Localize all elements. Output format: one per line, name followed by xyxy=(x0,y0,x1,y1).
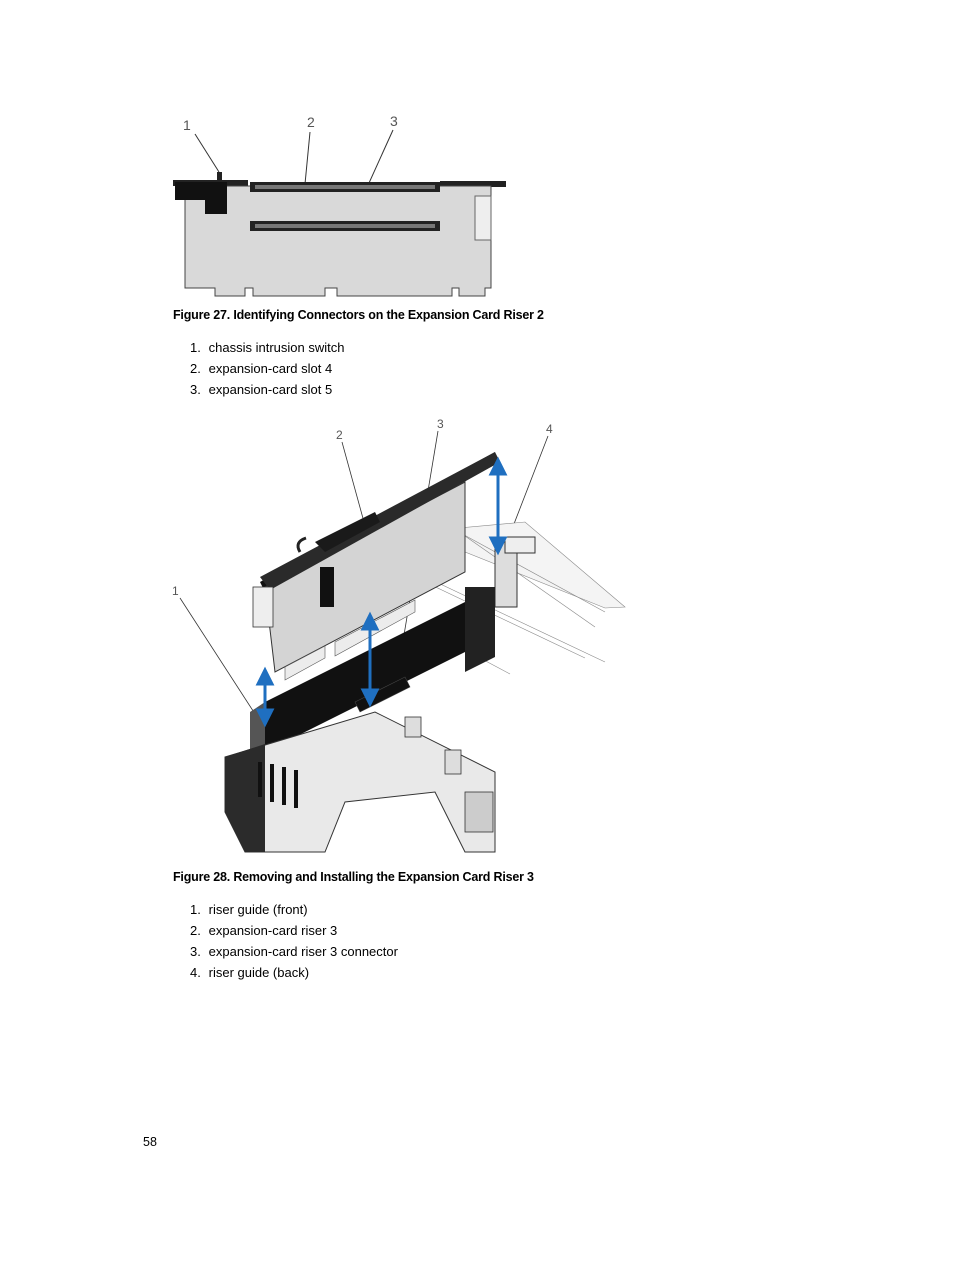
page-number: 58 xyxy=(143,1135,157,1149)
callout-1: 1 xyxy=(172,584,179,598)
list-item: 3. expansion-card slot 5 xyxy=(190,382,333,397)
figure-27-illustration: 1 2 3 xyxy=(173,113,506,297)
callout-1: 1 xyxy=(183,117,191,133)
list-item: 2. expansion-card riser 3 xyxy=(190,923,338,938)
list-item: 3. expansion-card riser 3 connector xyxy=(190,944,398,959)
list-item: 2. expansion-card slot 4 xyxy=(190,361,333,376)
callout-3: 3 xyxy=(390,113,398,129)
callout-3: 3 xyxy=(437,417,444,431)
figure-28-legend: 1. riser guide (front) 2. expansion-card… xyxy=(190,899,398,983)
list-item: 1. chassis intrusion switch xyxy=(190,340,345,355)
callout-4: 4 xyxy=(546,422,553,436)
figure-28-caption: Figure 28. Removing and Installing the E… xyxy=(173,870,534,884)
callout-2: 2 xyxy=(307,114,315,130)
figure-28-illustration: 1 2 3 4 xyxy=(172,417,626,853)
figure-27-caption: Figure 27. Identifying Connectors on the… xyxy=(173,308,544,322)
callout-2: 2 xyxy=(336,428,343,442)
list-item: 1. riser guide (front) xyxy=(190,902,308,917)
list-item: 4. riser guide (back) xyxy=(190,965,310,980)
figure-27-legend: 1. chassis intrusion switch 2. expansion… xyxy=(190,337,344,400)
